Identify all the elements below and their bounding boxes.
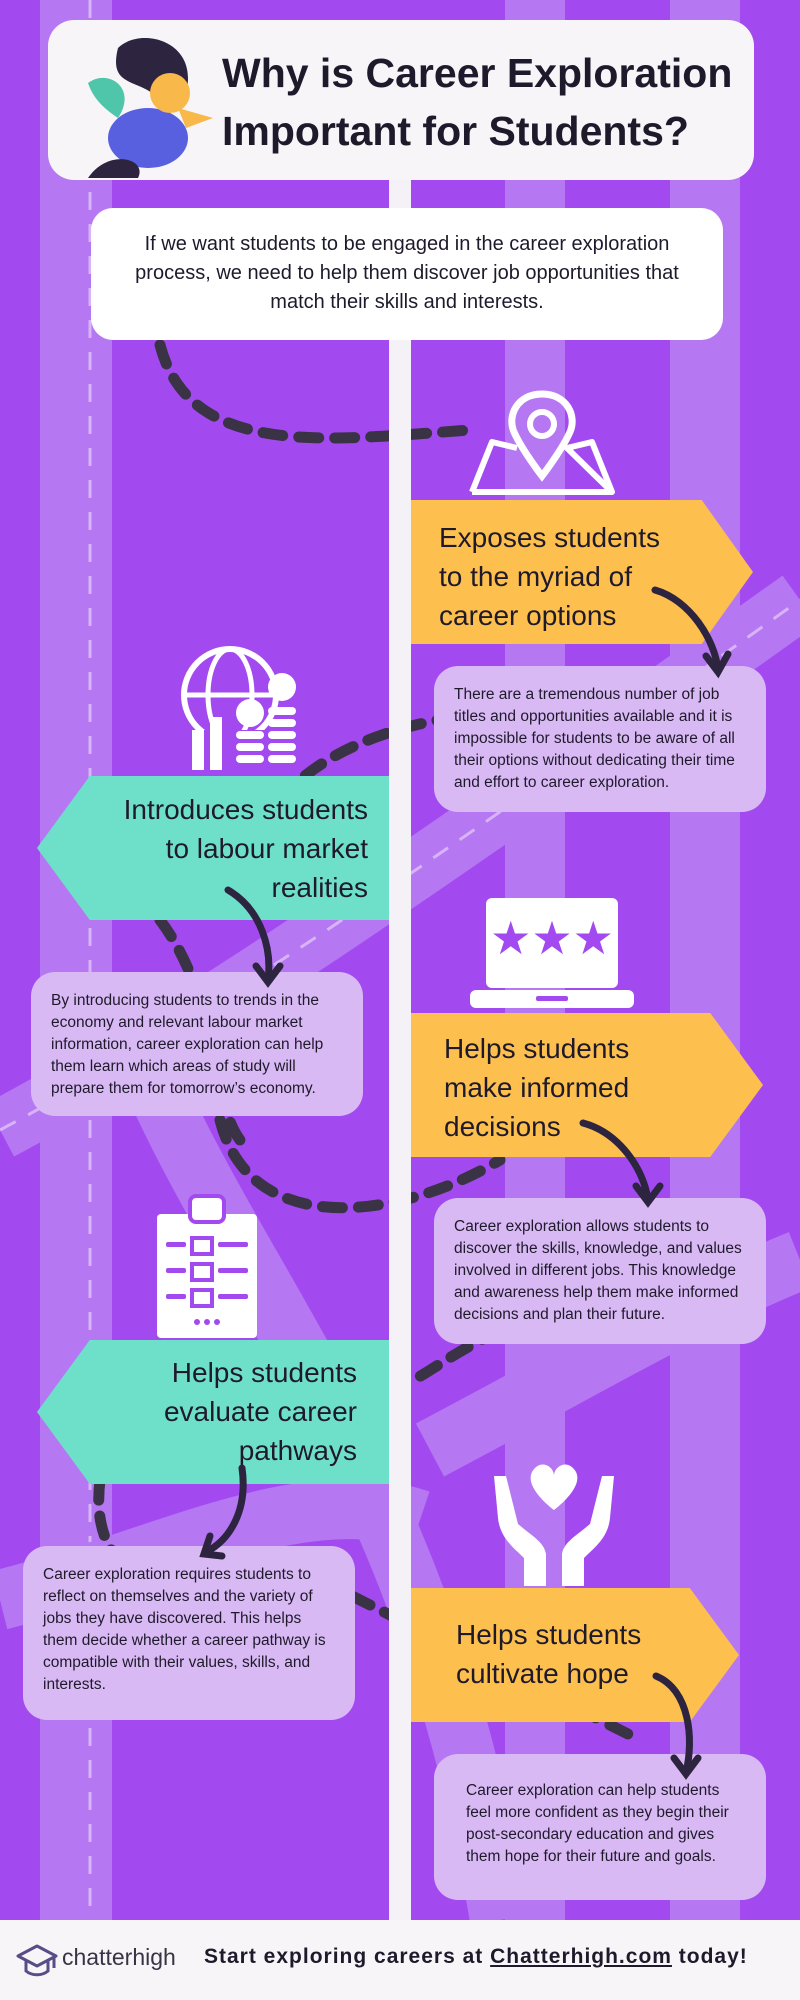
student-character-icon — [88, 38, 213, 178]
center-divider — [389, 180, 411, 1920]
clipboard-checklist-icon — [157, 1194, 257, 1338]
section-2-description: By introducing students to trends in the… — [31, 972, 363, 1116]
page-title: Why is Career Exploration Important for … — [222, 50, 733, 154]
arrow-down-right-icon — [651, 586, 732, 679]
hands-heart-icon — [494, 1464, 614, 1586]
map-pin-icon — [469, 390, 615, 495]
section-3-title: Helps students make informed decisions — [444, 1033, 630, 1142]
section-5-title: Helps students cultivate hope — [456, 1619, 642, 1689]
cta-suffix: today! — [671, 1945, 748, 1968]
footer: chatterhigh Start exploring careers at C… — [0, 1920, 800, 2000]
arrow-down-icon — [224, 886, 284, 988]
intro-card: If we want students to be engaged in the… — [91, 208, 723, 340]
graduation-cap-logo-icon — [16, 1944, 58, 1977]
laptop-stars-icon: ★★★ — [470, 898, 634, 1008]
section-2-arrow — [37, 776, 389, 920]
svg-text:★★★: ★★★ — [490, 911, 614, 965]
section-1-description: There are a tremendous number of job tit… — [434, 666, 766, 812]
section-4-description: Career exploration requires students to … — [23, 1546, 355, 1720]
section-2-title: Introduces students to labour market rea… — [123, 794, 368, 903]
chatterhigh-link[interactable]: Chatterhigh.com — [490, 1945, 672, 1968]
arrow-down-icon — [652, 1672, 702, 1780]
section-1-title: Exposes students to the myriad of career… — [439, 522, 661, 631]
section-3-description: Career exploration allows students to di… — [434, 1198, 766, 1344]
arrow-down-left-icon — [199, 1464, 247, 1560]
arrow-down-right-icon — [579, 1119, 664, 1208]
section-4-arrow — [37, 1340, 389, 1484]
globe-money-chart-icon — [170, 646, 300, 775]
cta-prefix: Start exploring careers at — [204, 1945, 491, 1968]
section-3-arrow — [411, 1013, 763, 1157]
footer-cta: Start exploring careers at Chatterhigh.c… — [204, 1945, 748, 1969]
section-4-title: Helps students evaluate career pathways — [163, 1357, 357, 1466]
title-card: Why is Career Exploration Important for … — [48, 20, 754, 180]
section-5-description: Career exploration can help students fee… — [434, 1754, 766, 1900]
brand-name: chatterhigh — [62, 1944, 176, 1970]
